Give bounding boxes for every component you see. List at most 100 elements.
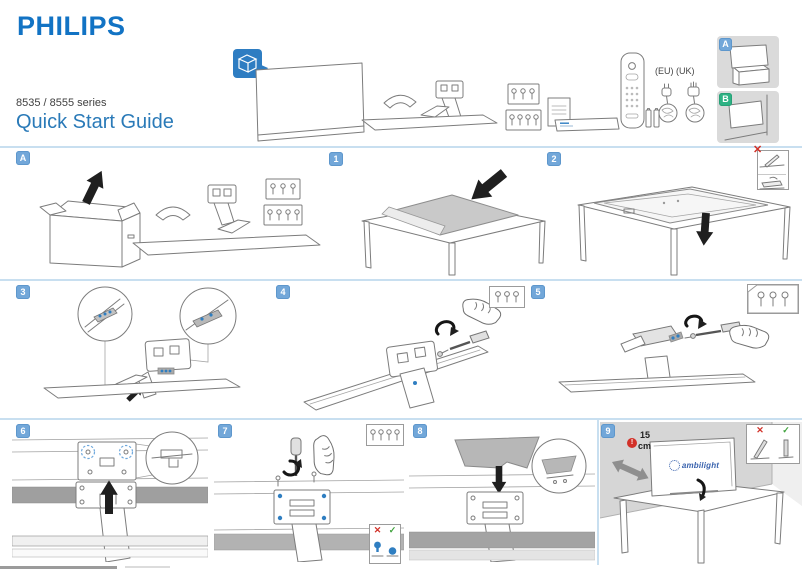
magnifier-circle-cover-detail [531,438,587,494]
check-mark-icon: ✓ [782,425,790,435]
mount-plate [273,489,331,562]
footer-fineprint [125,566,170,568]
remote-control-illustration [620,52,645,129]
placement-warning-box: ✕ [753,144,789,193]
step-4-badge: 4 [276,285,290,299]
assembled-stand [558,325,756,393]
magnifier-circle-bar-connector [77,286,133,342]
tv-with-stand [649,437,737,497]
option-b-illustration [724,94,768,141]
stand-neck-illustration [435,80,464,121]
screw-and-driver [437,330,490,357]
power-cord-eu-illustration [658,83,678,123]
accessory-box-illustration [554,117,620,132]
ambilight-logo: ambilight [656,460,732,471]
distance-arrow-icon [612,459,649,481]
screw-pack-4-illustration [505,109,542,131]
stand-bracket-illustration [383,94,417,109]
row-divider-1 [0,146,802,148]
ambilight-swirl-icon [668,460,680,471]
distance-unit: cm [638,441,652,451]
hand-illustration [309,433,339,478]
tv-bezel-bar [12,535,208,547]
step4-illustration [303,294,504,411]
section-a-badge: A [16,151,30,165]
philips-logo: PHILIPS [17,11,126,41]
screw-seating-check-box: ✕ ✓ [369,524,401,564]
option-a-panel: A [717,36,779,88]
screw-highlight-circle [80,444,96,460]
leader-line [189,343,209,363]
step5-illustration [558,314,770,393]
neck-part [207,184,237,226]
tilted-tv-icon [747,437,773,463]
row-divider-3 [0,418,802,420]
option-a-illustration [729,44,770,86]
step8-illustration [409,436,595,562]
screw-pack-4-icon [366,424,404,446]
stand-bar-part [43,374,241,399]
stand-neck-part [386,340,438,409]
screw-pack-3-card-icon [747,284,799,314]
row-divider-2 [0,279,802,281]
hand-illustration [727,322,770,351]
step3-illustration [43,286,241,404]
footer-bar [0,566,117,569]
step6-illustration [12,431,208,562]
tilt-arrow-icon [696,478,706,497]
page-title: Quick Start Guide [16,111,174,133]
tv-table [613,481,785,564]
step9-illustration [599,422,802,564]
magnifier-circle-plate-underside [179,287,237,345]
screw-pack-3-icon [489,286,525,308]
series-label: 8535 / 8555 series [16,97,107,109]
option-b-panel: B [717,91,779,143]
power-cord-uk-illustration [685,81,705,123]
region-label: (EU) (UK) [655,66,695,76]
bracket-part [155,206,191,221]
option-b-badge: B [719,93,732,106]
wrong-placement-icon [759,154,785,168]
turn-arrow-icon [282,459,301,477]
step-9-badge: 9 [601,424,615,438]
carton-box [39,200,141,268]
step-2-badge: 2 [547,152,561,166]
x-mark-icon: ✕ [756,425,764,435]
unbox-icon [233,49,268,78]
unboxing-illustration [39,166,321,268]
column-divider [597,420,599,565]
aaa-batteries-illustration [645,108,660,128]
stand-bar-illustration [361,105,498,131]
distance-value: 15 [640,430,651,440]
right-placement-icon [758,174,786,193]
cover-piece [454,436,540,469]
step-5-badge: 5 [531,285,545,299]
screw-cards [263,178,303,226]
mount-plate [77,441,137,481]
arrow-up-icon [77,166,111,208]
x-mark-icon: ✕ [373,525,382,535]
check-mark-icon: ✓ [388,525,397,535]
box-contents-illustration [233,49,705,142]
magnifier-circle-hook-detail [145,431,199,485]
tv-bezel-bar [12,548,208,558]
arrow-down-icon [491,466,507,494]
tv-upright-check-box: ✕ ✓ [746,424,800,464]
screw-pack-3-illustration [507,83,540,105]
tv-band [409,531,595,549]
soft-cloth [381,194,519,236]
step-7-badge: 7 [218,424,232,438]
loose-screws [275,471,317,487]
tv-face-down [593,188,769,224]
option-a-badge: A [719,38,732,51]
step-8-badge: 8 [413,424,427,438]
step-1-badge: 1 [329,152,343,166]
screw-highlight-circle [118,444,134,460]
right-screw-icon [385,538,400,563]
turn-arrow-icon [434,320,456,336]
step-6-badge: 6 [16,424,30,438]
step1-illustration [361,164,546,276]
tv-panel-illustration [255,62,365,142]
upright-tv-icon [773,437,799,463]
